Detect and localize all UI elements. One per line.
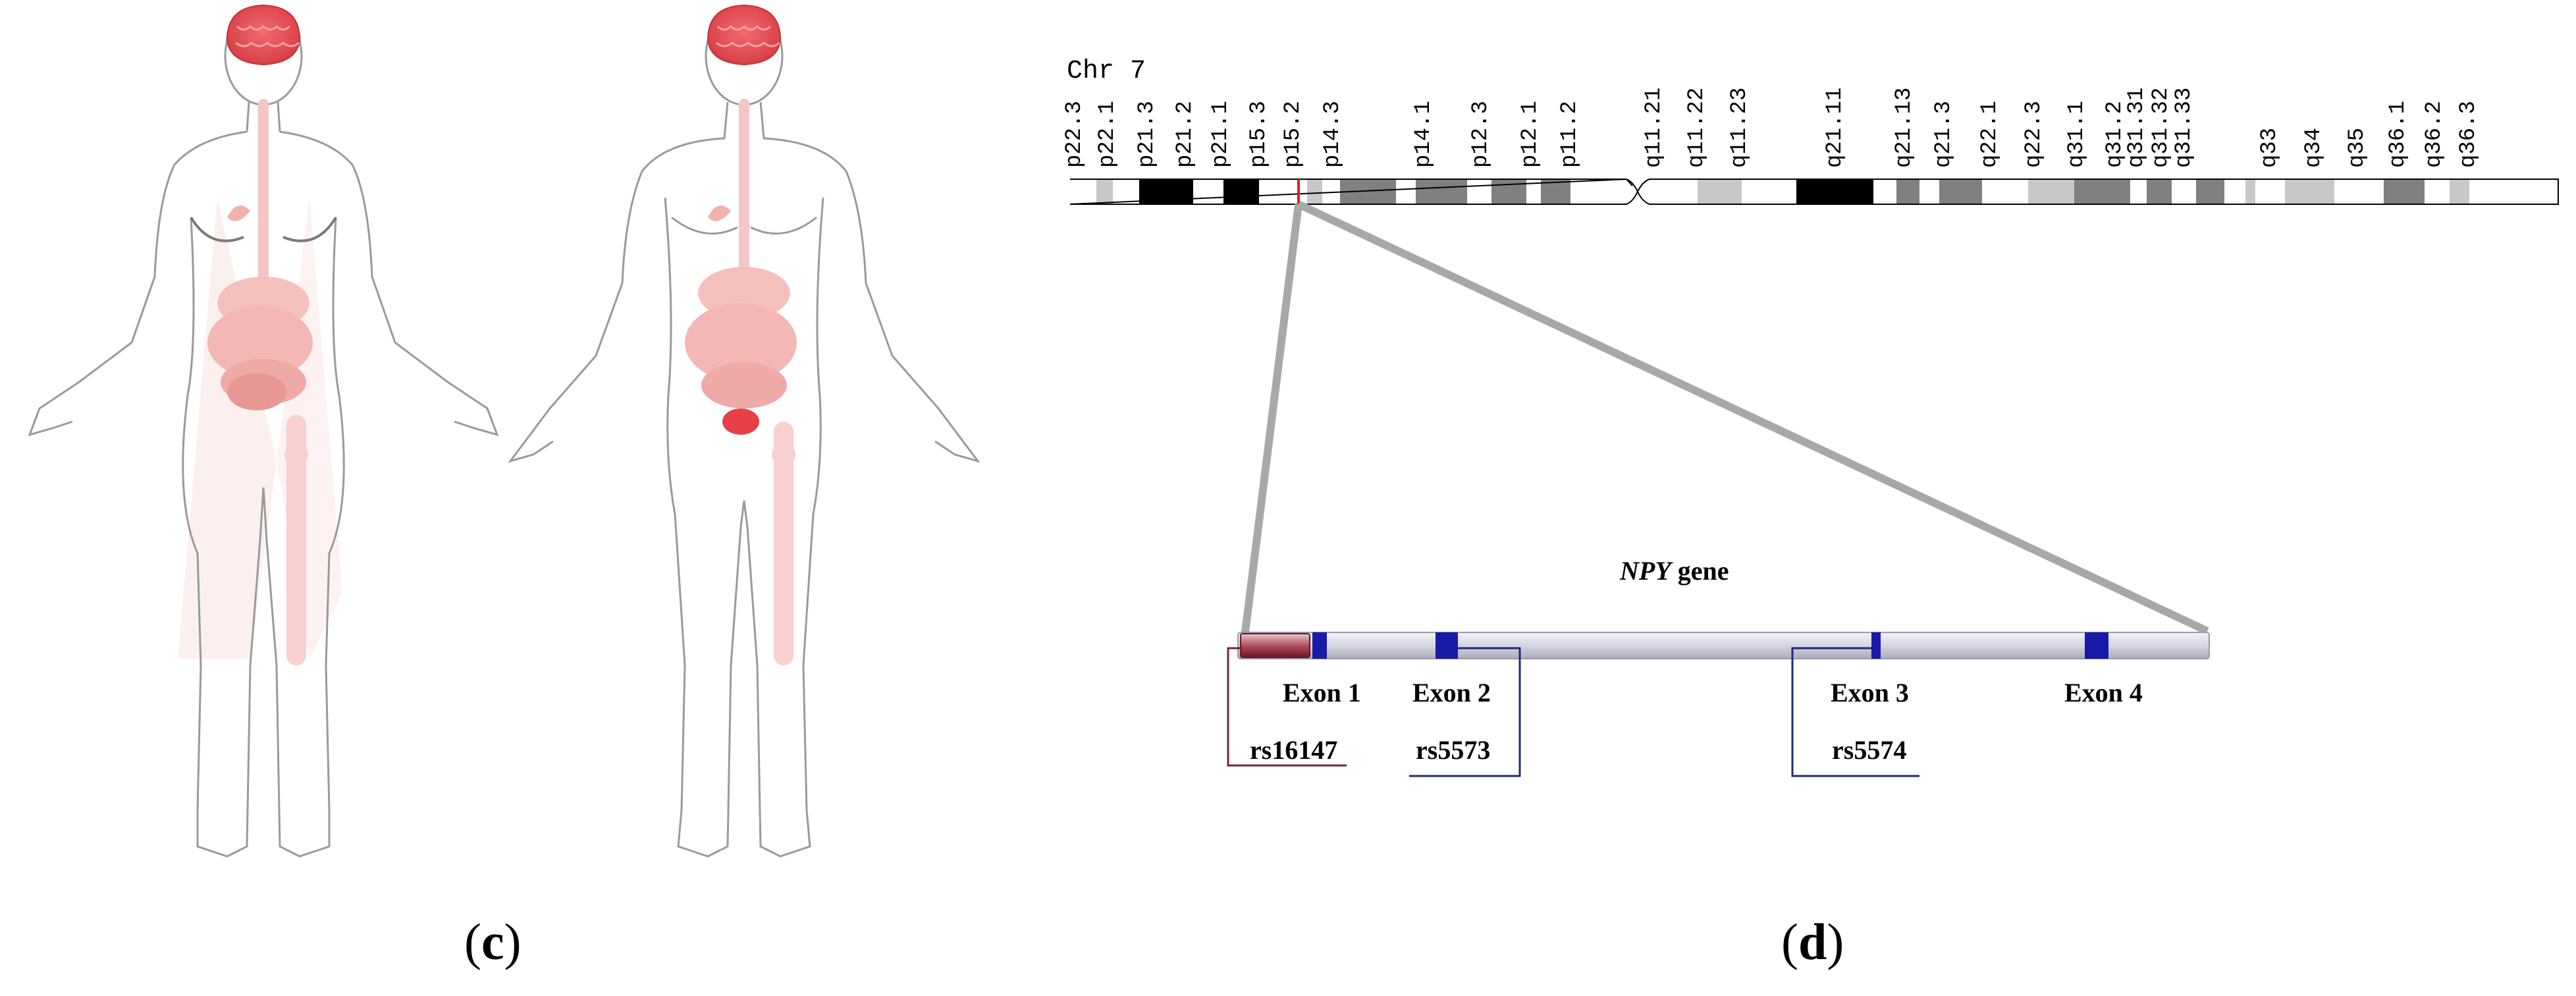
band-label-q21-3: q21.3 — [1931, 101, 1956, 168]
chromosome-band — [1396, 179, 1416, 204]
chromosome-band — [1113, 179, 1139, 204]
chromosome-band — [1873, 179, 1896, 204]
band-label-q22-3: q22.3 — [2022, 101, 2047, 168]
band-label-q36-1: q36.1 — [2386, 101, 2411, 168]
zoom-line-left — [1241, 204, 1302, 638]
exon-1-block — [1312, 632, 1327, 659]
chromosome-band — [2130, 179, 2147, 204]
snp-rs16147-label: rs16147 — [1250, 735, 1337, 765]
chromosome-band — [1223, 179, 1259, 204]
snp-rs5573-label: rs5573 — [1416, 735, 1490, 765]
panel-d-label: (d) — [1781, 913, 1844, 970]
zoom-line-right — [1297, 200, 2209, 635]
chromosome-title: Chr 7 — [1067, 57, 1146, 86]
band-label-q11-23: q11.23 — [1727, 88, 1752, 168]
band-label-q34: q34 — [2301, 128, 2326, 168]
band-label-q36-2: q36.2 — [2422, 101, 2447, 168]
chromosome-band — [2172, 179, 2196, 204]
band-label-q11-22: q11.22 — [1684, 88, 1709, 168]
band-label-q31-33: q31.33 — [2172, 88, 2197, 168]
chromosome-band — [1570, 179, 1626, 204]
chromosome-band — [2285, 179, 2334, 204]
chromosome-band — [1650, 179, 1698, 204]
chromosome-band — [2334, 179, 2384, 204]
band-label-q11-21: q11.21 — [1642, 88, 1667, 168]
chromosome-band — [2028, 179, 2074, 204]
chromosome-band — [1919, 179, 1939, 204]
exon-2-label: Exon 2 — [1412, 678, 1491, 707]
band-label-p15-2: p15.2 — [1281, 101, 1306, 168]
chromosome-ideogram — [1069, 178, 2559, 205]
chromosome-band — [2224, 179, 2245, 204]
band-label-q21-13: q21.13 — [1892, 88, 1917, 168]
exon-3-label: Exon 3 — [1831, 678, 1909, 707]
chromosome-band-labels: p22.3 p22.1 p21.3 p21.2 p21.1 p15.3 p15.2 p14.3… — [1062, 88, 2481, 168]
band-label-q31-31: q31.31 — [2124, 88, 2149, 168]
band-label-p14-3: p14.3 — [1320, 101, 1345, 168]
chromosome-band — [1259, 179, 1291, 204]
band-label-p22-3: p22.3 — [1062, 101, 1087, 168]
band-label-p15-3: p15.3 — [1247, 101, 1272, 168]
band-label-p12-3: p12.3 — [1468, 101, 1493, 168]
band-label-q31-32: q31.32 — [2149, 88, 2174, 168]
gene-body — [1237, 632, 2210, 659]
band-label-q36-3: q36.3 — [2456, 101, 2481, 168]
chromosome-band — [1307, 179, 1322, 204]
rs5573-bracket — [1409, 647, 1521, 777]
band-label-p22-1: p22.1 — [1095, 101, 1120, 168]
chromosome-band — [1193, 179, 1223, 204]
chromosome-band — [1467, 179, 1491, 204]
band-label-p21-1: p21.1 — [1208, 101, 1233, 168]
chromosome-band — [1939, 179, 1982, 204]
chromosome-band — [1742, 179, 1796, 204]
exon-3-block — [1871, 632, 1881, 659]
snp-rs5574-label: rs5574 — [1832, 735, 1906, 765]
band-label-q33: q33 — [2257, 128, 2282, 168]
chromosome-band — [1526, 179, 1541, 204]
chromosome-band — [1796, 179, 1873, 204]
exon-2-block — [1436, 632, 1458, 659]
chromosome-band — [1070, 179, 1096, 204]
band-label-q31-1: q31.1 — [2064, 101, 2089, 168]
chromosome-band — [1096, 179, 1113, 204]
band-label-q31-2: q31.2 — [2103, 101, 2128, 168]
chromosome-band — [1896, 179, 1919, 204]
band-label-p21-3: p21.3 — [1135, 101, 1160, 168]
band-label-q22-1: q22.1 — [1977, 101, 2002, 168]
band-label-q35: q35 — [2345, 128, 2370, 168]
band-label-p11-2: p11.2 — [1557, 101, 1582, 168]
panel-c-label: (c) — [464, 913, 522, 970]
chromosome-band — [2255, 179, 2285, 204]
chromosome-band — [2196, 179, 2224, 204]
chromosome-band — [2450, 179, 2469, 204]
chromosome-band — [1491, 179, 1526, 204]
chromosome-band — [2469, 179, 2558, 204]
band-label-p12-1: p12.1 — [1518, 101, 1543, 168]
rs5574-bracket — [1791, 647, 1919, 777]
chromosome-outline — [1069, 178, 2559, 205]
chromosome-band — [1416, 179, 1467, 204]
chromosome-band — [2147, 179, 2172, 204]
exon-1-label: Exon 1 — [1283, 678, 1361, 707]
female-body-figure — [28, 4, 499, 858]
gene-name: NPY gene — [1619, 556, 1729, 586]
promoter-region — [1240, 633, 1310, 658]
exon-4-label: Exon 4 — [2064, 678, 2143, 707]
male-body-figure — [508, 4, 980, 858]
chromosome-band — [1982, 179, 2028, 204]
chromosome-band — [2245, 179, 2255, 204]
chromosome-band — [2425, 179, 2450, 204]
band-label-p21-2: p21.2 — [1173, 101, 1198, 168]
chromosome-band — [1698, 179, 1742, 204]
chromosome-band — [2074, 179, 2130, 204]
rs16147-bracket — [1227, 647, 1347, 767]
chromosome-band — [2384, 179, 2425, 204]
exon-4-block — [2085, 632, 2108, 659]
band-label-p14-1: p14.1 — [1411, 101, 1436, 168]
band-label-q21-11: q21.11 — [1823, 88, 1848, 168]
